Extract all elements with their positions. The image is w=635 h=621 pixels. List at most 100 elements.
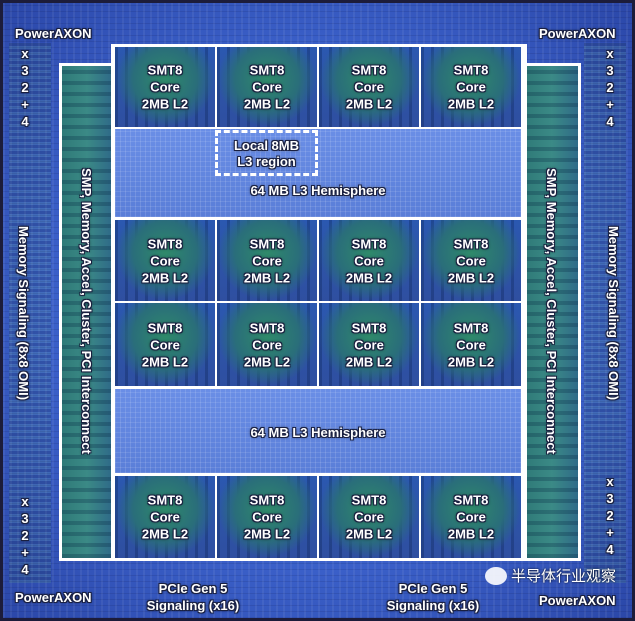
core-label-line: SMT8 <box>453 62 489 78</box>
poweraxon-lane-char: + <box>21 97 29 112</box>
core-label-line: SMT8 <box>249 62 285 78</box>
core-label-line: Core <box>252 509 282 525</box>
poweraxon-lane-char: 3 <box>21 63 29 78</box>
pcie-right-line1: PCIe Gen 5 <box>398 581 468 596</box>
poweraxon-lane-char: 2 <box>606 508 614 523</box>
poweraxon-lane-char: 2 <box>21 80 29 95</box>
poweraxon-lane-char: 4 <box>606 542 614 557</box>
core-label-line: 2MB L2 <box>141 354 189 369</box>
poweraxon-top-left-label: PowerAXON <box>15 26 92 41</box>
core-label-line: Core <box>354 337 384 352</box>
core-label-line: Core <box>150 253 180 268</box>
core-label-line: SMT8 <box>249 320 285 335</box>
poweraxon-lane-char: x <box>606 46 614 61</box>
core-label-line: SMT8 <box>351 236 387 251</box>
core-label-line: SMT8 <box>351 62 387 78</box>
core-label-line: 2MB L2 <box>141 526 189 542</box>
core-label-line: SMT8 <box>453 320 489 335</box>
core-label-line: Core <box>150 509 180 525</box>
core-label-line: 2MB L2 <box>345 526 393 542</box>
pcie-right-line2: Signaling (x16) <box>386 598 480 613</box>
core-label-line: 2MB L2 <box>447 96 495 112</box>
poweraxon-lane-char: 4 <box>606 114 614 129</box>
poweraxon-lane-char: 3 <box>606 63 614 78</box>
core-label-line: 2MB L2 <box>243 96 291 112</box>
poweraxon-lane-char: x <box>606 474 614 489</box>
right-interconnect-region <box>525 66 579 558</box>
left-interconnect-region <box>62 66 112 558</box>
core-label-line: 2MB L2 <box>243 270 291 285</box>
poweraxon-lane-char: + <box>606 525 614 540</box>
core-label-line: SMT8 <box>147 492 183 508</box>
core-label-line: SMT8 <box>453 492 489 508</box>
core-label-line: SMT8 <box>453 236 489 251</box>
core-label-line: Core <box>456 79 486 95</box>
poweraxon-lane-char: 4 <box>21 114 29 129</box>
poweraxon-bottom-right-label: PowerAXON <box>539 593 616 608</box>
poweraxon-top-right-label: PowerAXON <box>539 26 616 41</box>
core-label-line: SMT8 <box>249 492 285 508</box>
core-label-line: 2MB L2 <box>345 96 393 112</box>
poweraxon-lane-char: 2 <box>21 528 29 543</box>
pcie-left-line2: Signaling (x16) <box>146 598 240 613</box>
right-interconnect-label: SMP, Memory, Accel, Cluster, PCI Interco… <box>544 168 559 454</box>
left-interconnect-label: SMP, Memory, Accel, Cluster, PCI Interco… <box>79 168 94 454</box>
right-memory-signaling-label: Memory Signaling (8x8 OMI) <box>606 225 621 401</box>
l3-hemisphere-region <box>115 129 521 217</box>
core-label-line: 2MB L2 <box>141 96 189 112</box>
core-label-line: 2MB L2 <box>447 526 495 542</box>
poweraxon-lane-stack: x 3 2 +4 <box>15 45 35 130</box>
poweraxon-lane-char: + <box>21 545 29 560</box>
poweraxon-bottom-left-label: PowerAXON <box>15 590 92 605</box>
core-label-line: SMT8 <box>147 236 183 251</box>
l3-hemisphere-bottom-label: 64 MB L3 Hemisphere <box>250 425 386 440</box>
poweraxon-lane-char: x <box>21 46 29 61</box>
core-label-line: SMT8 <box>147 62 183 78</box>
local-l3-label-line1: Local 8MB <box>233 138 299 153</box>
core-label-line: Core <box>456 253 486 268</box>
core-label-line: Core <box>354 79 384 95</box>
core-label-line: Core <box>150 337 180 352</box>
core-label-line: Core <box>354 253 384 268</box>
core-label-line: SMT8 <box>249 236 285 251</box>
core-label-line: SMT8 <box>351 320 387 335</box>
core-label-line: SMT8 <box>351 492 387 508</box>
poweraxon-lane-char: 2 <box>606 80 614 95</box>
core-label-line: Core <box>456 509 486 525</box>
core-label-line: Core <box>456 337 486 352</box>
l3-hemisphere-region <box>115 389 521 473</box>
core-label-line: Core <box>252 253 282 268</box>
core-label-line: 2MB L2 <box>141 270 189 285</box>
poweraxon-lane-char: 3 <box>21 511 29 526</box>
left-io-edge <box>9 43 51 583</box>
